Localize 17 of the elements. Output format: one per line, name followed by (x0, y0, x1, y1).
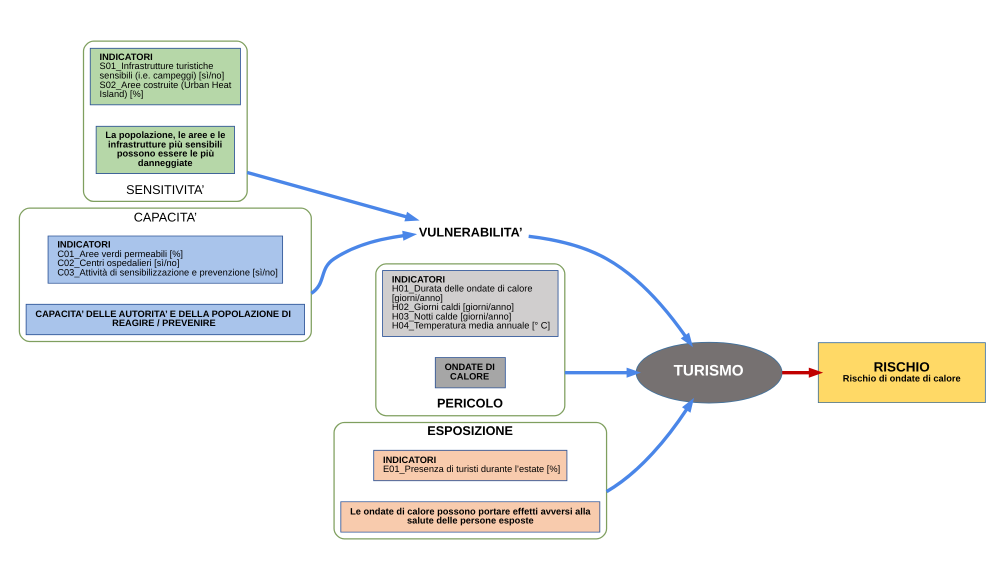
node-box: CAPACITA’ DELLE AUTORITA’ E DELLA POPOLAZIONE DI REAGIRE / PREVENIRE (25, 304, 304, 336)
arrow (528, 234, 693, 348)
node-box: INDICATORI H01_Durata delle ondate di calore [giorni/anno] H02_Giorni caldi [giorni/anno] H03_Notti calde [giorni/anno] H04_Temperatura media annuale [° C] (382, 270, 558, 337)
node-box: INDICATORI S01_Infrastrutture turistiche sensibili (i.e. campeggi) [sì/no] S02_Aree costruite (Urban Heat Island) [%] (89, 48, 240, 106)
node-ellipse: TURISMO (635, 342, 782, 404)
node-box: INDICATORI E01_Presenza di turisti durante l’estate [%] (372, 450, 567, 482)
node-box: RISCHIO Rischio di ondate di calore (817, 342, 986, 404)
node-box: Le ondate di calore possono portare effetti avversi alla salute delle persone esposte (340, 501, 600, 533)
arrow (564, 368, 640, 378)
node-box: ONDATE DI CALORE (434, 357, 506, 388)
arrow (605, 398, 694, 494)
node-box: La popolazione, le aree e le infrastrutture più sensibili possono essere le più danneggiate (95, 126, 234, 174)
arrow (246, 170, 420, 222)
node-text: VULNERABILITA’ (418, 225, 522, 240)
arrow (310, 230, 417, 295)
node-box: INDICATORI C01_Aree verdi permeabili [%] C02_Centri ospedalieri [sì/no] C03_Attività di sensibilizzazione e prevenzione [sì/no] (47, 236, 283, 284)
arrow (782, 368, 823, 378)
